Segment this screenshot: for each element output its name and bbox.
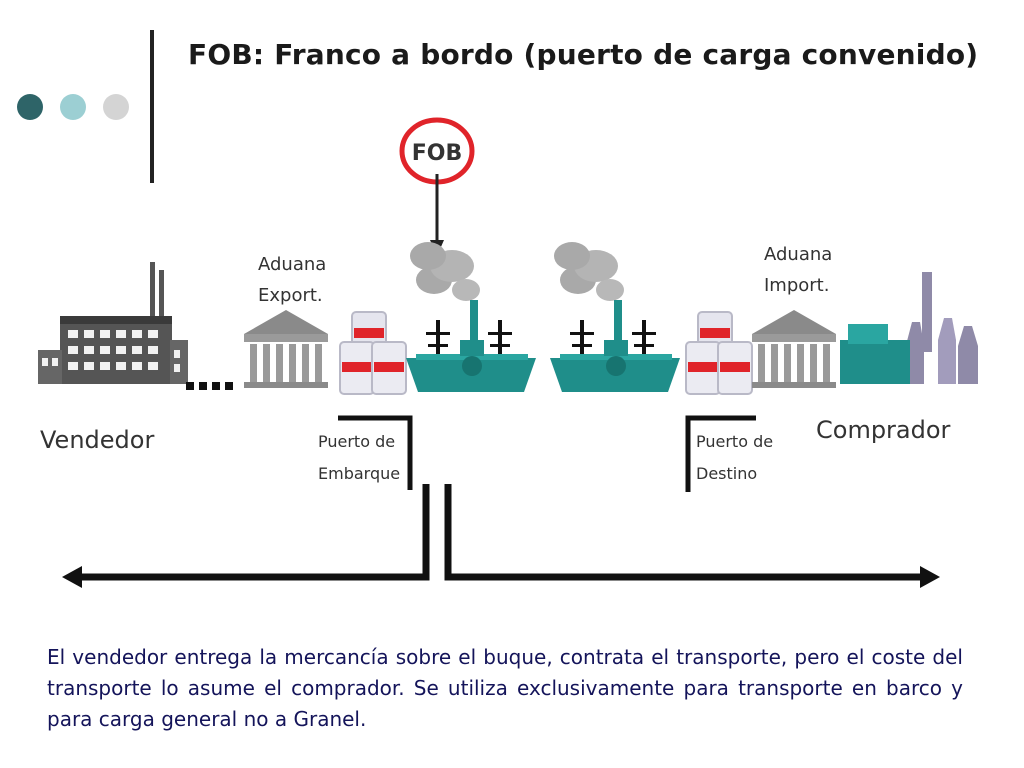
seller-arrowhead [62, 566, 82, 588]
export-customs-building-icon [244, 310, 328, 388]
factory-icon [38, 262, 188, 384]
origin-port-label-line2: Embarque [318, 464, 400, 483]
decor-dot-dark [17, 94, 43, 120]
origin-port-label-line1: Puerto de [318, 432, 395, 451]
export-customs-label-line1: Aduana [258, 254, 326, 275]
dotted-connector [186, 382, 233, 390]
ship-icon-2 [550, 242, 680, 392]
import-customs-building-icon [752, 310, 836, 388]
destination-port-label-line1: Puerto de [696, 432, 773, 451]
import-customs-label-line2: Import. [764, 275, 829, 296]
slide-description: El vendedor entrega la mercancía sobre e… [47, 645, 963, 731]
destination-containers-icon [685, 311, 753, 395]
ship-icon-1 [406, 242, 536, 392]
slide-title: FOB: Franco a bordo (puerto de carga con… [188, 38, 979, 71]
destination-port-bracket [685, 415, 756, 492]
destination-port-label-line2: Destino [696, 464, 757, 483]
fob-label: FOB [412, 141, 463, 166]
fob-diagram: FOB Vendedor Aduana Export. [38, 117, 978, 588]
buyer-responsibility-line [444, 484, 922, 581]
origin-port-bracket [338, 415, 413, 490]
title-divider-bar [150, 30, 154, 183]
seller-responsibility-line [78, 484, 430, 581]
buyer-arrowhead [920, 566, 940, 588]
origin-containers-icon [339, 311, 407, 395]
export-customs-label-line2: Export. [258, 285, 323, 306]
decor-dot-gray [103, 94, 129, 120]
power-plant-icon [840, 272, 978, 384]
seller-label: Vendedor [40, 426, 154, 454]
import-customs-label-line1: Aduana [764, 244, 832, 265]
buyer-label: Comprador [816, 416, 951, 444]
decor-dot-teal [60, 94, 86, 120]
